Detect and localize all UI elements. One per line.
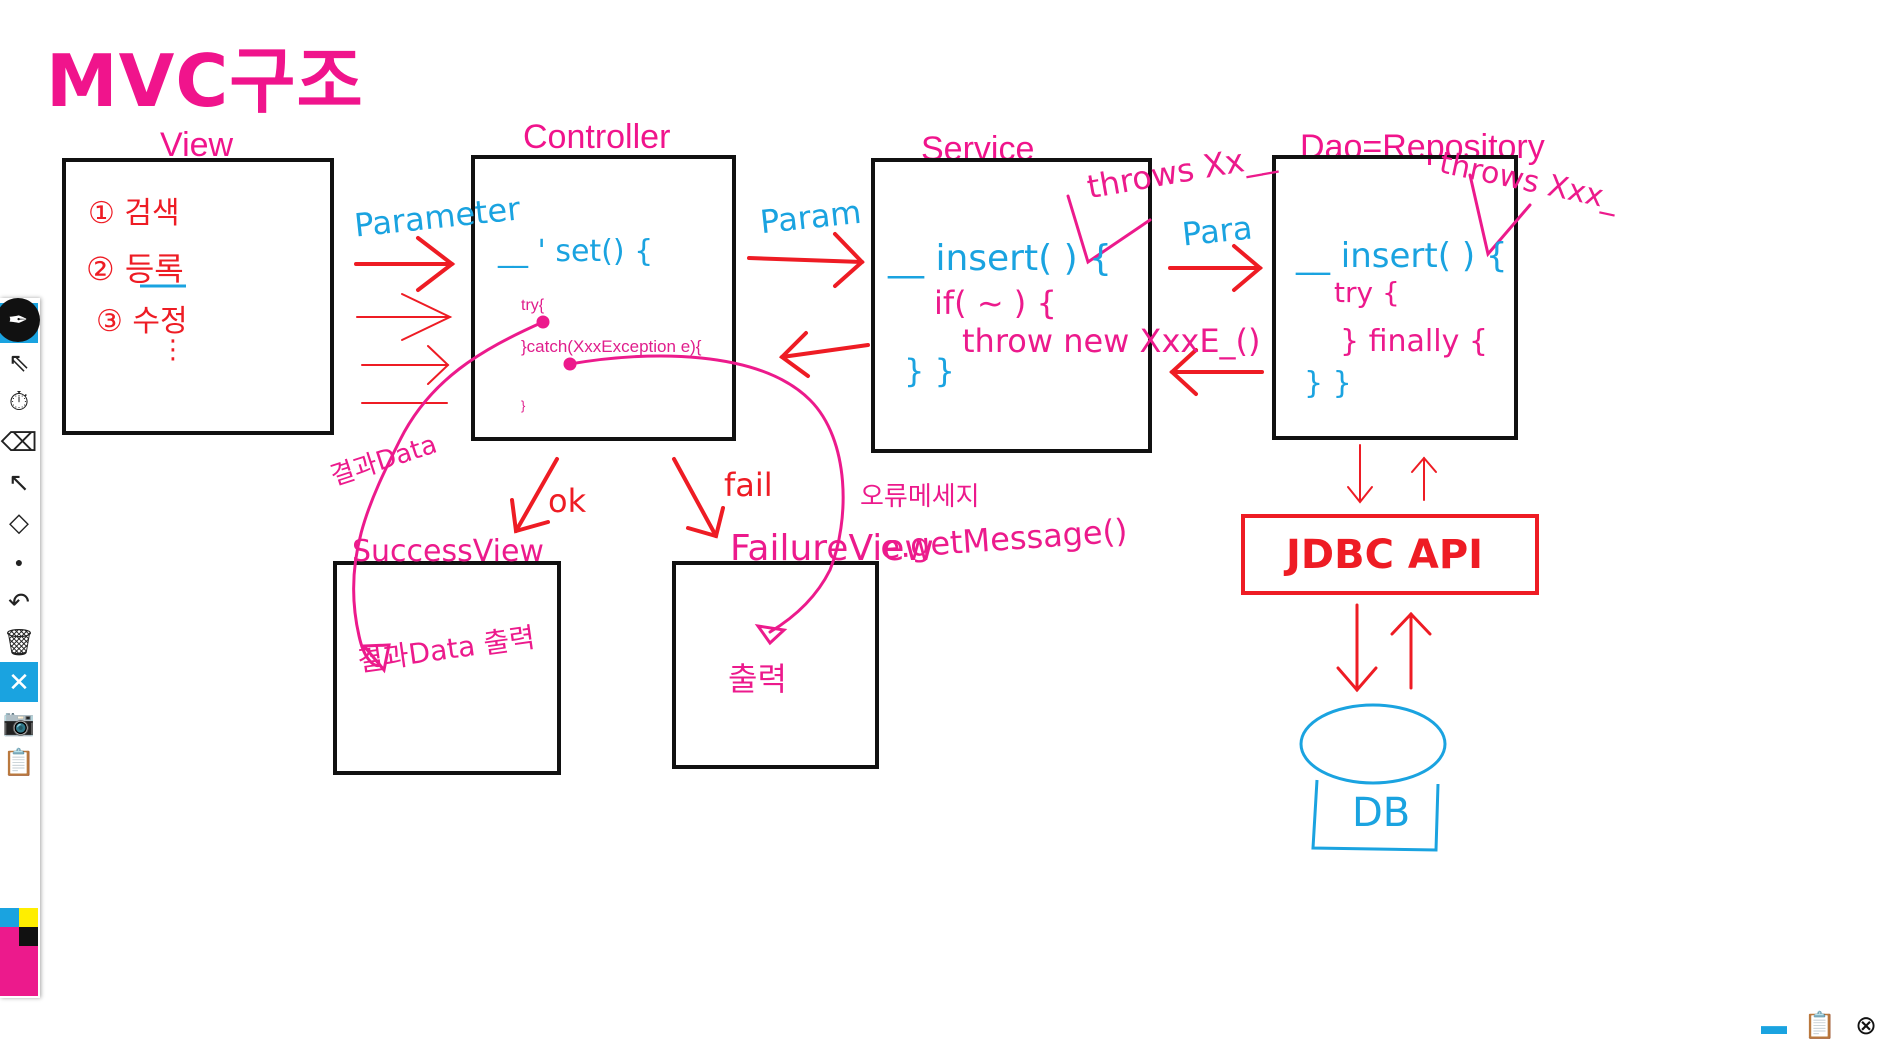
- trash-icon[interactable]: 🗑: [2, 626, 36, 657]
- clipboard-icon[interactable]: 📋: [1803, 1009, 1837, 1040]
- controller-label: Controller: [523, 118, 671, 156]
- ok-label: ok: [548, 482, 587, 520]
- error-curve: [568, 354, 845, 634]
- dao-try: try {: [1334, 276, 1400, 309]
- result-data-curve: [352, 320, 545, 668]
- page-title: MVC구조: [46, 39, 364, 123]
- clipboard-icon[interactable]: 📋: [2, 746, 36, 777]
- service-throw: throw new XxxE_(): [962, 322, 1261, 360]
- drawing-toolbar: 👁 ⇖ ⏱ ⌫ ↖ ◇ ● ↶ 🗑 ✕ 📷 📋: [0, 298, 40, 998]
- view-item-1: ① 검색: [88, 196, 180, 231]
- failure-view-box: [672, 561, 879, 769]
- dao-close: } }: [1304, 366, 1352, 401]
- color-swatch-blue[interactable]: [0, 908, 19, 927]
- folder-icon[interactable]: ▬: [1761, 1009, 1787, 1040]
- param-arrow: [747, 256, 864, 264]
- service-close: } }: [904, 352, 955, 390]
- dao-finally: } finally {: [1340, 324, 1488, 359]
- color-swatch-current[interactable]: [0, 946, 38, 996]
- pen-icon[interactable]: ✒: [0, 298, 40, 342]
- param-text-2: Para: [1180, 208, 1255, 254]
- code-close: }: [521, 398, 526, 413]
- view-label: View: [160, 126, 234, 164]
- success-view-box: [333, 561, 561, 775]
- fail-arrow: [672, 457, 718, 538]
- jdbc-label: JDBC API: [1286, 532, 1484, 578]
- dao-label: Dao=Repository: [1300, 128, 1545, 166]
- error-message-label: 오류메세지: [860, 482, 980, 512]
- service-box: [871, 158, 1152, 453]
- service-if: if( ~ ) {: [934, 284, 1057, 322]
- dao-box: [1272, 155, 1518, 440]
- dot-icon[interactable]: ●: [14, 554, 24, 570]
- output-label: 출력: [728, 660, 787, 698]
- color-swatch-pink[interactable]: [0, 927, 19, 946]
- failure-view-label: FailureView: [730, 528, 934, 569]
- close-icon[interactable]: ⊗: [1855, 1009, 1877, 1040]
- jdbc-box: [1241, 514, 1539, 595]
- eraser-icon[interactable]: ⌫: [0, 426, 38, 457]
- dao-method: __ insert( ) {: [1296, 236, 1508, 276]
- view-item-3: ③ 수정: [96, 304, 188, 339]
- return-arrow: [780, 343, 870, 359]
- color-swatch-yellow[interactable]: [19, 908, 38, 927]
- db-label: DB: [1352, 790, 1411, 836]
- code-catch: }catch(XxxException e){: [521, 337, 702, 356]
- fail-label: fail: [724, 466, 773, 504]
- throws-bracket-service: [1066, 194, 1152, 265]
- undo-icon[interactable]: ↶: [8, 586, 30, 617]
- controller-box: [471, 155, 736, 441]
- clear-icon[interactable]: ✕: [0, 662, 38, 702]
- code-try: try{: [521, 297, 545, 314]
- timer-icon[interactable]: ⏱: [8, 386, 30, 416]
- arrow-icon[interactable]: ↖: [8, 466, 30, 497]
- pointer-icon[interactable]: ⇖: [8, 346, 30, 377]
- service-method: __ insert( ) {: [888, 238, 1112, 279]
- view-item-more: ⋮: [160, 335, 186, 365]
- db-cylinder: [1299, 703, 1447, 852]
- bottom-icons: ▬ 📋 ⊗: [1757, 1008, 1883, 1042]
- controller-method: __ ' set() {: [498, 234, 654, 269]
- view-box: [62, 158, 334, 435]
- ok-arrow: [514, 457, 559, 533]
- camera-icon[interactable]: 📷: [2, 706, 36, 737]
- view-item-2: ② 등록: [86, 250, 184, 288]
- color-swatch-black[interactable]: [19, 927, 38, 946]
- eraser2-icon[interactable]: ◇: [9, 506, 29, 537]
- success-view-label: SuccessView: [352, 534, 544, 569]
- throws-bracket-dao: [1468, 173, 1532, 258]
